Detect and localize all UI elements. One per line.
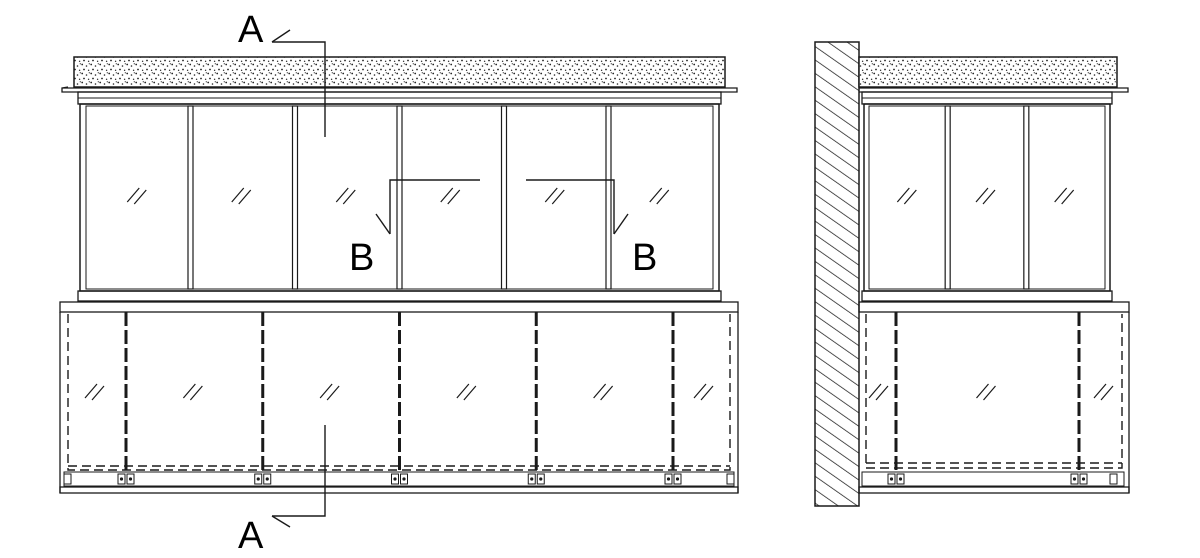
front-upper-glass-mark <box>231 187 252 205</box>
front-end-bracket <box>63 473 72 485</box>
front-lower-post <box>664 312 682 485</box>
side-upper-glass-mark <box>975 187 996 205</box>
side-upper-mullion <box>1023 105 1030 290</box>
front-upper-mullion <box>187 105 194 290</box>
side-upper-glass-marks <box>896 187 1075 205</box>
section-a-top-label: A <box>238 9 264 51</box>
side-upper-mullions <box>944 105 1030 290</box>
front-upper-mullion <box>396 105 403 290</box>
front-upper-mullion <box>605 105 612 290</box>
side-lower-glass-mark <box>868 383 889 401</box>
side-railing-top-rail <box>858 301 1130 313</box>
section-a-bottom-label: A <box>238 515 264 557</box>
front-upper-mullion <box>500 105 508 290</box>
side-upper-glass-mark <box>1054 187 1075 205</box>
front-upper-glass-mark <box>544 187 565 205</box>
front-railing-posts <box>63 312 735 485</box>
front-lower-glass-marks <box>84 383 714 401</box>
front-lower-glass-mark <box>456 383 477 401</box>
side-upper-glass-mark <box>896 187 917 205</box>
front-lower-glass-mark <box>319 383 340 401</box>
side-upper-mullion <box>944 105 951 290</box>
side-railing-posts <box>887 312 1118 485</box>
front-upper-glass-mark <box>649 187 670 205</box>
front-upper-glass-mark <box>335 187 356 205</box>
front-eave-flashing <box>61 86 738 93</box>
front-railing-base-rail <box>59 486 739 494</box>
side-railing-glass-outline <box>865 314 1123 469</box>
front-railing-top-rail <box>59 301 739 313</box>
side-end-bracket <box>1109 473 1118 485</box>
front-lower-glass-mark <box>182 383 203 401</box>
front-end-bracket <box>726 473 735 485</box>
front-upper-glass-mark <box>126 187 147 205</box>
side-lower-glass-mark <box>1093 383 1114 401</box>
front-lower-post <box>254 312 272 485</box>
front-lower-post <box>527 312 545 485</box>
front-lower-glass-mark <box>693 383 714 401</box>
side-lower-glass-marks <box>868 383 1114 401</box>
side-lower-post <box>887 312 905 485</box>
section-b-left-label: B <box>349 237 374 279</box>
front-lower-post <box>391 312 408 485</box>
front-lower-glass-mark <box>84 383 105 401</box>
front-upper-glass-marks <box>126 187 670 205</box>
side-wall-hatched <box>814 41 860 507</box>
side-roof-slab <box>858 56 1118 88</box>
side-elevation <box>814 41 1130 507</box>
section-b-right-label: B <box>632 237 657 279</box>
front-upper-mullion <box>291 105 299 290</box>
front-lower-post <box>117 312 135 485</box>
front-roof-slab <box>73 56 726 88</box>
section-line-b: B B <box>349 179 657 279</box>
front-upper-sill <box>77 290 722 302</box>
front-lower-glass-mark <box>593 383 614 401</box>
side-lower-glass-mark <box>976 383 996 401</box>
front-elevation <box>59 56 739 494</box>
front-upper-glass-mark <box>440 187 461 205</box>
section-line-a: A A <box>238 9 326 557</box>
side-upper-sill <box>861 290 1113 302</box>
side-lower-post <box>1070 312 1088 485</box>
front-upper-mullions <box>187 105 612 290</box>
side-railing-base-rail <box>858 486 1130 494</box>
